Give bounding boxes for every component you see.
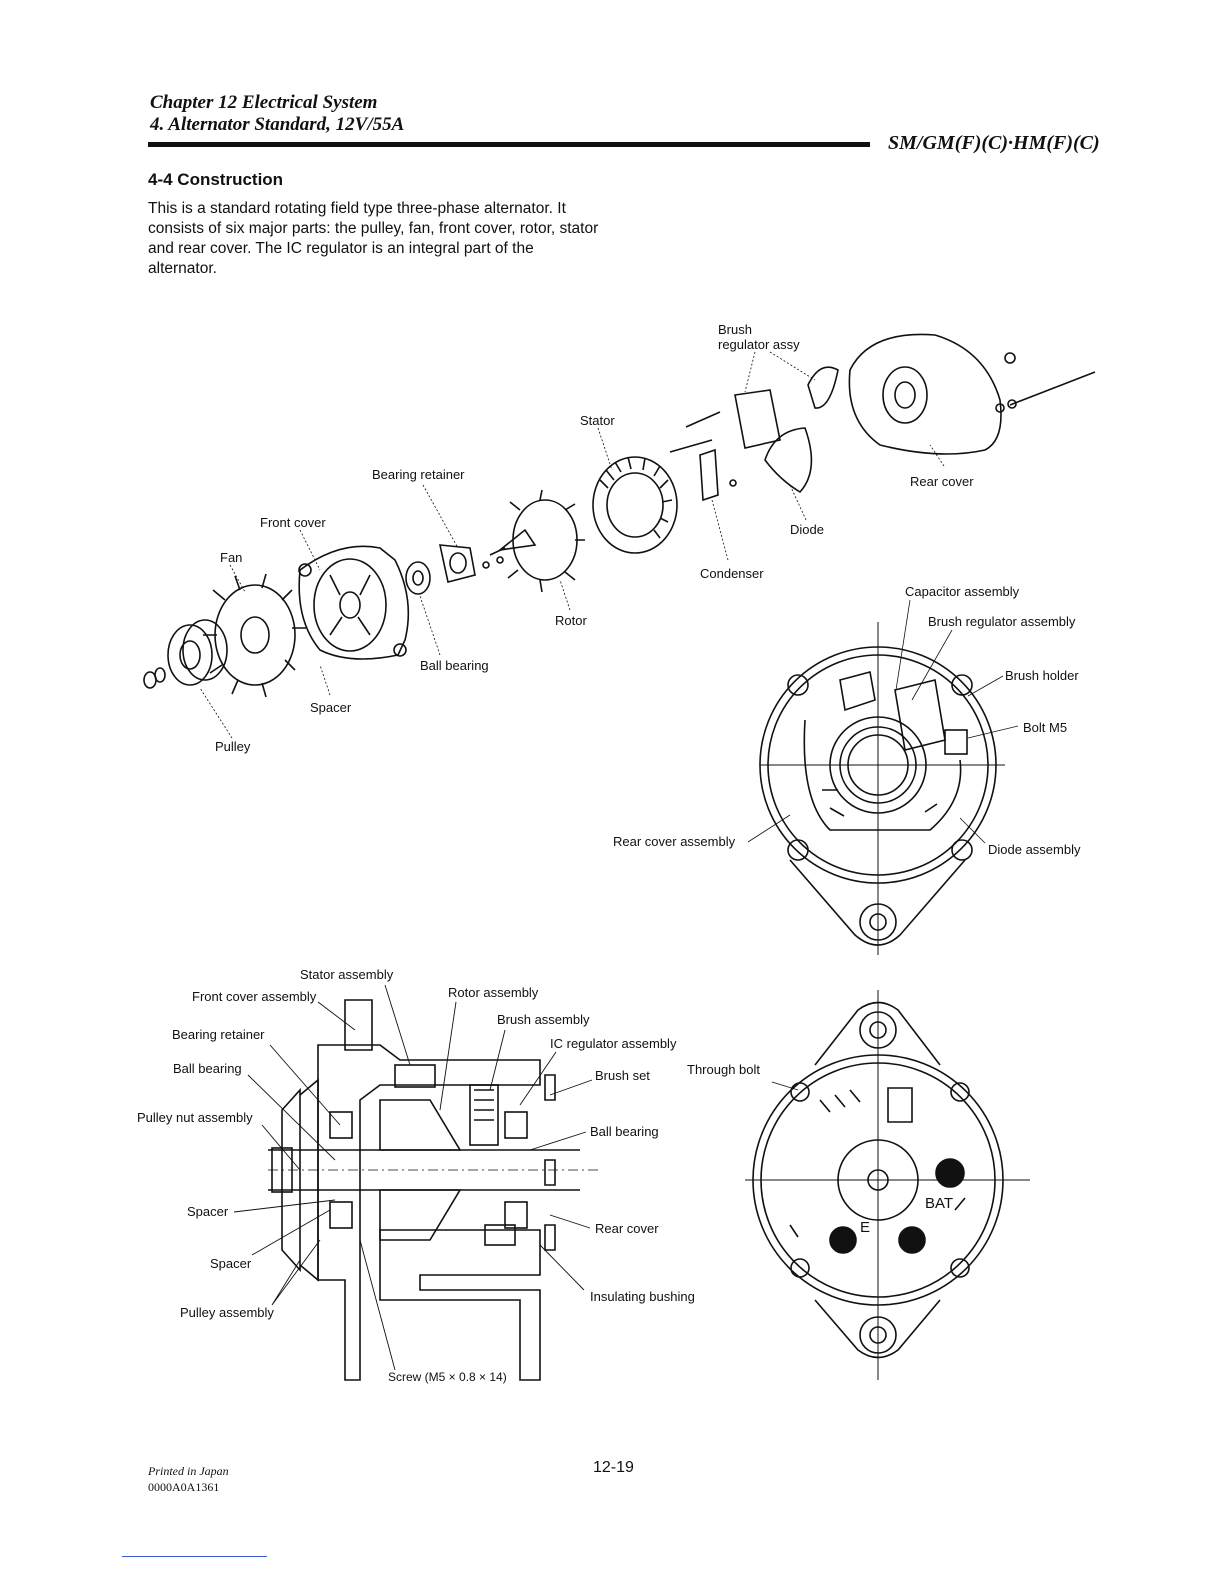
label-brush-holder: Brush holder — [1005, 668, 1079, 683]
printed-note: Printed in Japan — [148, 1464, 229, 1478]
label-rear-cover-assembly: Rear cover assembly — [613, 834, 736, 849]
label-spacer-2: Spacer — [210, 1256, 252, 1271]
label-rear-cover: Rear cover — [910, 474, 974, 489]
diode-drawing — [764, 427, 813, 494]
label-ball-bearing-right: Ball bearing — [590, 1124, 659, 1139]
exploded-view — [143, 333, 1096, 739]
label-ball-bearing: Ball bearing — [420, 658, 489, 673]
label-diode-assembly: Diode assembly — [988, 842, 1081, 857]
label-through-bolt: Through bolt — [687, 1062, 760, 1077]
section-title: 4. Alternator Standard, 12V/55A — [150, 114, 405, 135]
model-code: SM/GM(F)(C)·HM(F)(C) — [888, 132, 1100, 154]
label-rotor-assembly: Rotor assembly — [448, 985, 539, 1000]
stator-drawing — [592, 456, 678, 554]
label-spacer: Spacer — [310, 700, 352, 715]
front-cover-drawing — [298, 545, 410, 660]
rear-cover-drawing — [848, 333, 1096, 455]
label-diode: Diode — [790, 522, 824, 537]
label-screw: Screw (M5 × 0.8 × 14) — [388, 1370, 507, 1384]
label-spacer-1: Spacer — [187, 1204, 229, 1219]
label-bearing-retainer-section: Bearing retainer — [172, 1027, 265, 1042]
label-stator: Stator — [580, 413, 615, 428]
label-bolt-m5: Bolt M5 — [1023, 720, 1068, 735]
pulley-drawing — [143, 619, 228, 689]
label-brush-assembly: Brush assembly — [497, 1012, 590, 1027]
label-rear-cover-section: Rear cover — [595, 1221, 659, 1236]
label-pulley: Pulley — [215, 739, 251, 754]
condenser-drawing — [669, 411, 737, 502]
rear-assembly-view — [747, 599, 1019, 955]
page-number: 12-19 — [593, 1459, 634, 1476]
section-heading: 4-4 Construction — [148, 170, 284, 189]
label-ball-bearing-left: Ball bearing — [173, 1061, 242, 1076]
chapter-title: Chapter 12 Electrical System — [150, 92, 378, 113]
exploded-leaders — [199, 351, 945, 739]
back-view — [745, 990, 1030, 1380]
cross-section-view — [233, 984, 600, 1381]
label-insulating-bushing: Insulating bushing — [590, 1289, 695, 1304]
label-ic-regulator-assembly: IC regulator assembly — [550, 1036, 677, 1051]
label-rotor: Rotor — [555, 613, 587, 628]
rotor-drawing — [489, 489, 585, 593]
rear-assembly-leaders — [747, 599, 1019, 844]
label-bat-terminal: BAT — [925, 1195, 954, 1212]
label-brush-set: Brush set — [595, 1068, 650, 1083]
bearing-drawing — [405, 544, 504, 595]
label-pulley-nut-assembly: Pulley nut assembly — [137, 1110, 253, 1125]
label-bearing-retainer: Bearing retainer — [372, 467, 465, 482]
label-brush-regulator-assembly: Brush regulator assembly — [928, 614, 1076, 629]
label-condenser: Condenser — [700, 566, 764, 581]
label-front-cover: Front cover — [260, 515, 326, 530]
body-paragraph: This is a standard rotating field type t… — [148, 200, 599, 277]
label-capacitor-assembly: Capacitor assembly — [905, 584, 1020, 599]
label-stator-assembly: Stator assembly — [300, 967, 394, 982]
label-brush-regulator-assy: Brush regulator assy — [718, 322, 800, 352]
footer-line — [122, 1556, 267, 1557]
label-front-cover-assembly: Front cover assembly — [192, 989, 317, 1004]
brush-regulator-drawing — [734, 366, 839, 449]
header-rule — [148, 142, 870, 147]
label-e-terminal: E — [860, 1219, 871, 1236]
document-id: 0000A0A1361 — [148, 1480, 220, 1494]
fan-drawing — [203, 573, 306, 698]
label-fan: Fan — [220, 550, 243, 565]
section-leaders — [233, 984, 593, 1371]
label-pulley-assembly: Pulley assembly — [180, 1305, 274, 1320]
